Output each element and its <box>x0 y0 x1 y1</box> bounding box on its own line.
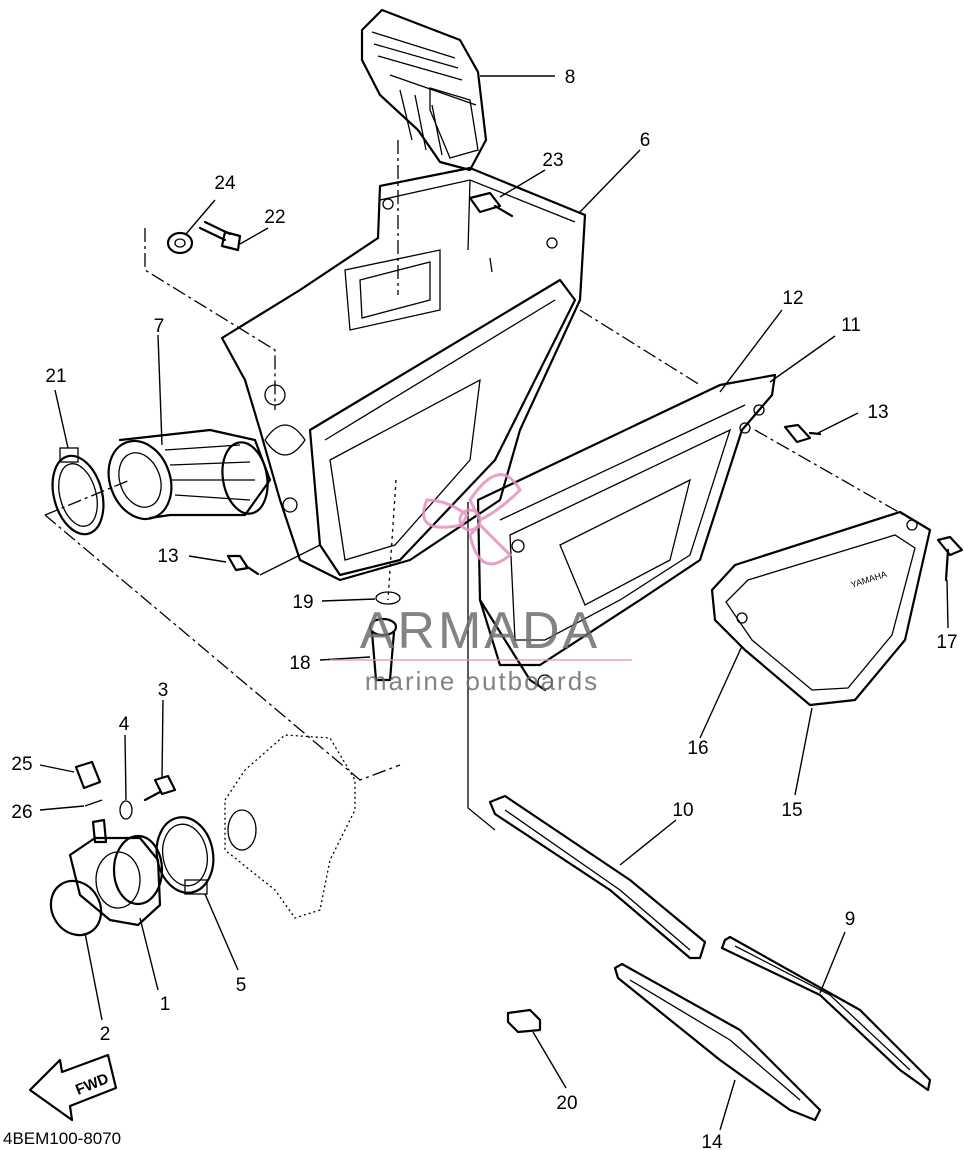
forward-direction-arrow: FWD <box>28 1053 118 1122</box>
callout-4: 4 <box>119 714 130 735</box>
callout-8: 8 <box>565 67 576 88</box>
fwd-label: FWD <box>73 1070 111 1099</box>
callout-3: 3 <box>158 680 169 701</box>
diagram-code: 4BEM100-8070 <box>3 1129 121 1148</box>
carburetor-joint-1 <box>68 818 164 927</box>
callout-5: 5 <box>236 975 247 996</box>
screw-13-right <box>783 423 822 444</box>
screw-17 <box>936 535 964 582</box>
callout-17: 17 <box>936 632 957 653</box>
callout-15: 15 <box>781 800 802 821</box>
watermark-tagline: marine outboards <box>365 666 599 696</box>
case-cap-assembly <box>476 373 777 692</box>
washer-24 <box>166 231 194 255</box>
damper-20 <box>506 1008 542 1034</box>
clip-26 <box>84 799 103 807</box>
filter-guide-14 <box>613 962 822 1122</box>
callout-10: 10 <box>672 800 693 821</box>
callout-19: 19 <box>292 592 313 613</box>
washer-4 <box>119 800 133 820</box>
drain-plug-18 <box>368 617 398 682</box>
callout-23: 23 <box>542 150 563 171</box>
assembly-lines <box>44 140 931 831</box>
hose-clamp-21 <box>51 447 105 536</box>
callout-13-left: 13 <box>157 546 178 567</box>
watermark-name: ARMADA <box>360 602 600 660</box>
intake-duct-joint <box>360 8 488 172</box>
callout-9: 9 <box>845 909 856 930</box>
callout-7: 7 <box>154 316 165 337</box>
callout-leaders <box>39 75 949 1131</box>
filter-element-9 <box>720 935 932 1092</box>
callout-25: 25 <box>11 754 32 775</box>
callout-13-right: 13 <box>867 402 888 423</box>
callout-22: 22 <box>264 207 285 228</box>
bolt-23 <box>468 191 514 218</box>
callout-6: 6 <box>640 130 651 151</box>
callout-20: 20 <box>556 1093 577 1114</box>
callout-labels: 1 2 3 4 5 6 7 8 9 10 11 12 13 13 14 15 1… <box>11 67 957 1150</box>
callout-11: 11 <box>841 315 861 336</box>
screw-13-left <box>226 554 260 576</box>
callout-18: 18 <box>289 653 310 674</box>
side-cover-assembly: YAMAHA <box>710 510 932 707</box>
o-ring-2 <box>49 879 103 937</box>
callout-1: 1 <box>160 994 171 1015</box>
callout-2: 2 <box>100 1024 111 1045</box>
callout-21: 21 <box>45 366 66 387</box>
callout-14: 14 <box>701 1132 723 1150</box>
armada-watermark: ARMADA marine outboards <box>330 473 632 696</box>
callout-24: 24 <box>214 173 236 194</box>
screw-3 <box>143 774 177 802</box>
callout-26: 26 <box>11 802 32 823</box>
carburetor-outline <box>224 734 356 919</box>
propeller-logo-icon <box>422 473 522 566</box>
yamaha-brand-print: YAMAHA <box>850 569 889 590</box>
filter-element-10 <box>488 794 707 960</box>
callout-16: 16 <box>687 738 708 759</box>
bolt-22 <box>198 220 242 252</box>
collar-25 <box>74 760 102 790</box>
air-filter-joint <box>107 428 272 521</box>
callout-12: 12 <box>782 288 803 309</box>
clamp-5 <box>155 816 215 895</box>
air-filter-case <box>220 166 587 582</box>
